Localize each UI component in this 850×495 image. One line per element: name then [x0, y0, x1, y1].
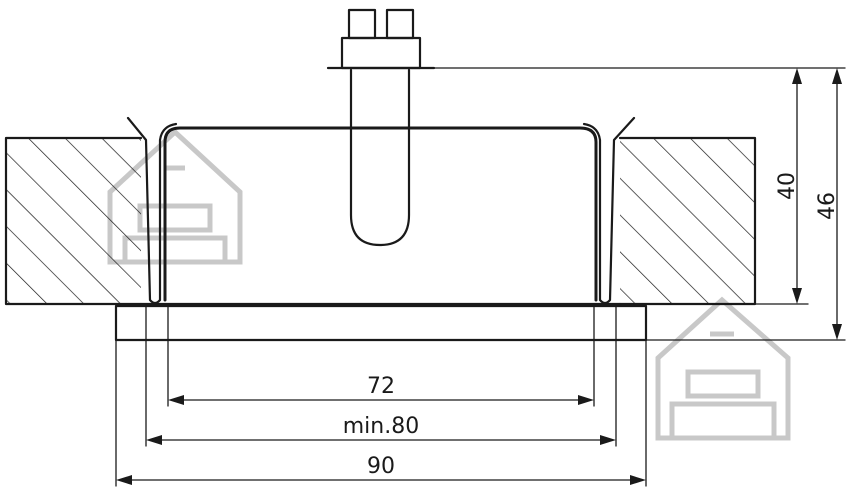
trim-plate: [114, 304, 648, 342]
extension-lines: [115, 67, 846, 487]
lamp-bulb: [349, 68, 411, 247]
label-width-cutout: min.80: [343, 414, 419, 439]
lamp-socket: [326, 8, 436, 70]
dimension-width-cutout: [146, 435, 616, 445]
dimension-width-inner: [168, 395, 594, 405]
spring-clip-right: [582, 116, 636, 305]
dimension-height-total: [832, 68, 842, 340]
label-height-inner: 40: [775, 172, 800, 200]
spring-clip-left: [126, 116, 178, 305]
housing-body: [139, 126, 622, 306]
house-watermark-icon: [655, 296, 791, 441]
wall-right: [618, 136, 757, 306]
label-height-total: 46: [815, 192, 840, 220]
wall-left: [4, 136, 143, 306]
label-width-outer: 90: [367, 454, 395, 479]
dimension-width-outer: [116, 475, 646, 485]
label-width-inner: 72: [367, 374, 395, 399]
dimension-height-inner: [792, 68, 802, 304]
